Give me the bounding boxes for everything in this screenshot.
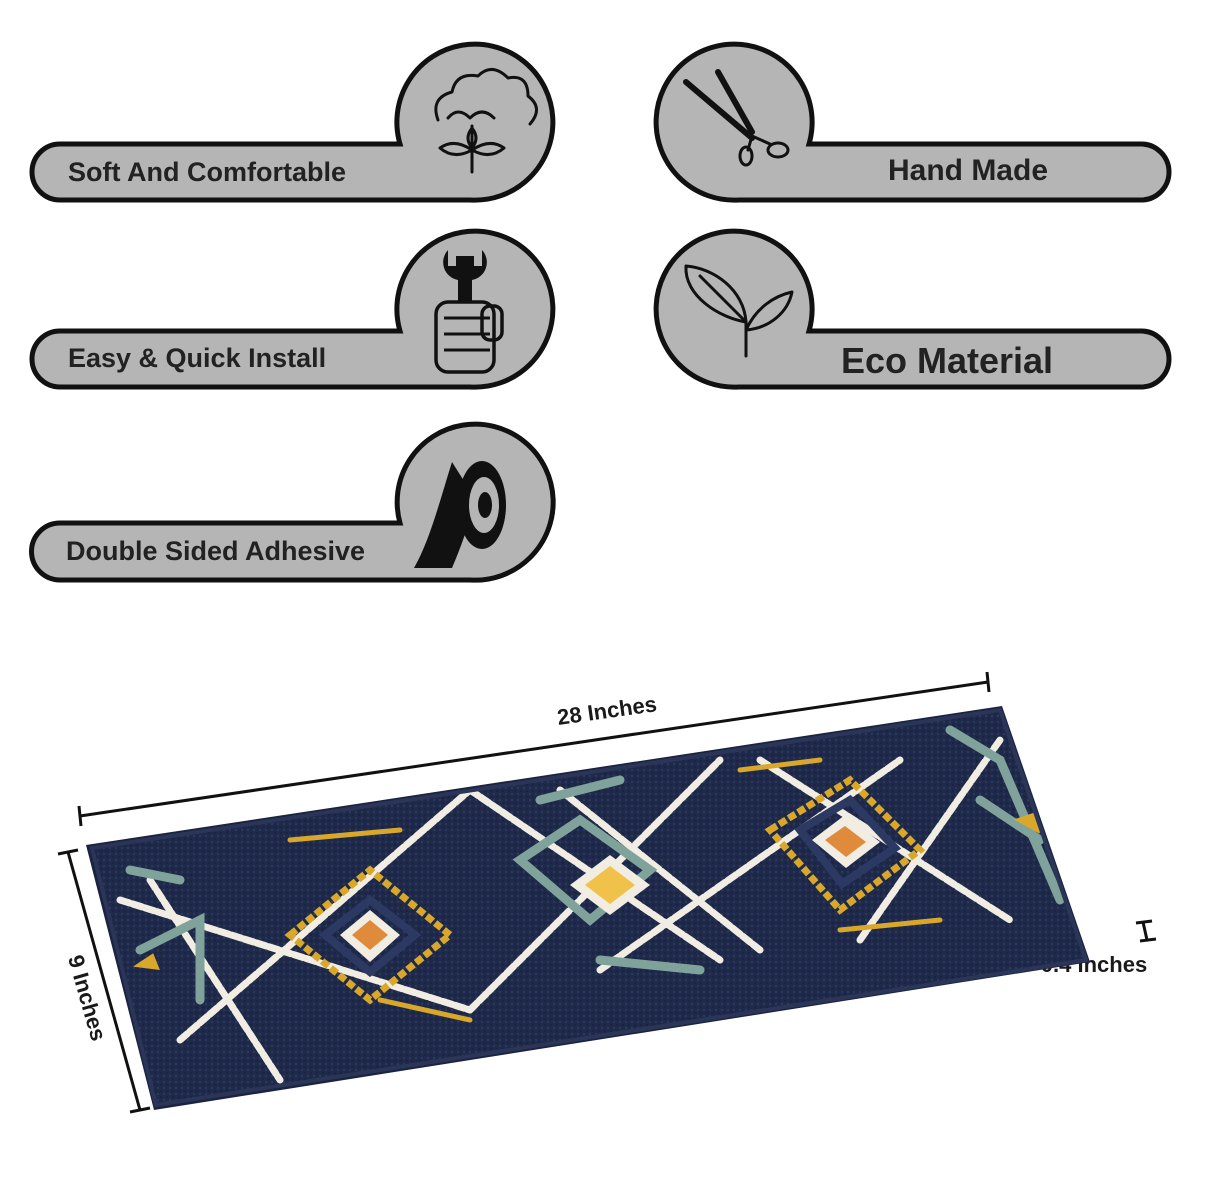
length-dimension-line xyxy=(77,671,991,827)
feature-badge-eco: Eco Material xyxy=(653,228,1172,390)
tape-roll-icon xyxy=(414,461,506,568)
feature-label-install: Easy & Quick Install xyxy=(68,343,326,373)
feature-label-adhesive: Double Sided Adhesive xyxy=(66,536,365,566)
length-label: 28 Inches xyxy=(556,691,659,730)
wrench-fist-icon xyxy=(434,250,504,374)
rug-stair-tread xyxy=(86,706,1090,1110)
width-dimension-line xyxy=(57,848,151,1114)
cotton-flower-icon xyxy=(434,68,538,174)
scissors-icon xyxy=(683,69,790,167)
feature-badge-install: Easy & Quick Install xyxy=(29,228,556,390)
leaf-sprout-icon xyxy=(684,264,794,358)
feature-label-handmade: Hand Made xyxy=(888,154,1048,187)
feature-label-soft: Soft And Comfortable xyxy=(68,157,346,187)
thickness-dimension-line xyxy=(1135,919,1157,943)
feature-badge-handmade: Hand Made xyxy=(653,41,1172,203)
width-label: 9 Inches xyxy=(63,952,111,1044)
feature-label-eco: Eco Material xyxy=(841,340,1053,381)
feature-badge-soft: Soft And Comfortable xyxy=(29,41,556,203)
feature-badge-adhesive: Double Sided Adhesive xyxy=(29,421,556,583)
